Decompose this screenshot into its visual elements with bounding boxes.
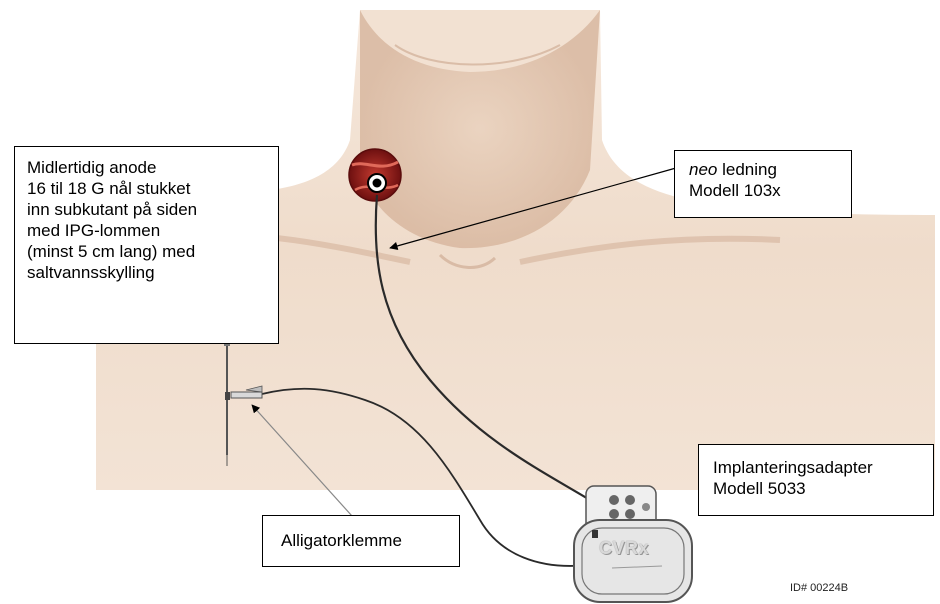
lead-callout: neo ledning Modell 103x (674, 150, 852, 218)
anode-line-5: (minst 5 cm lang) med (27, 241, 266, 262)
anode-line-1: Midlertidig anode (27, 157, 266, 178)
clip-label: Alligatorklemme (281, 530, 441, 551)
carotid-inset (349, 149, 401, 201)
figure-id: ID# 00224B (790, 582, 848, 594)
anode-line-3: inn subkutant på siden (27, 199, 266, 220)
adapter-line-1: Implanteringsadapter (713, 457, 919, 478)
clip-callout: Alligatorklemme (262, 515, 460, 567)
lead-line-1: neo ledning (689, 159, 837, 180)
anode-callout: Midlertidig anode 16 til 18 G nål stukke… (14, 146, 279, 344)
anode-line-4: med IPG-lommen (27, 220, 266, 241)
cvrx-logo: CVRx (599, 538, 649, 559)
anode-line-6: saltvannsskylling (27, 262, 266, 283)
lead-italic: neo (689, 160, 717, 179)
adapter-callout: Implanteringsadapter Modell 5033 (698, 444, 934, 516)
anode-line-2: 16 til 18 G nål stukket (27, 178, 266, 199)
lead-line-1-rest: ledning (717, 160, 777, 179)
adapter-line-2: Modell 5033 (713, 478, 919, 499)
lead-line-2: Modell 103x (689, 180, 837, 201)
